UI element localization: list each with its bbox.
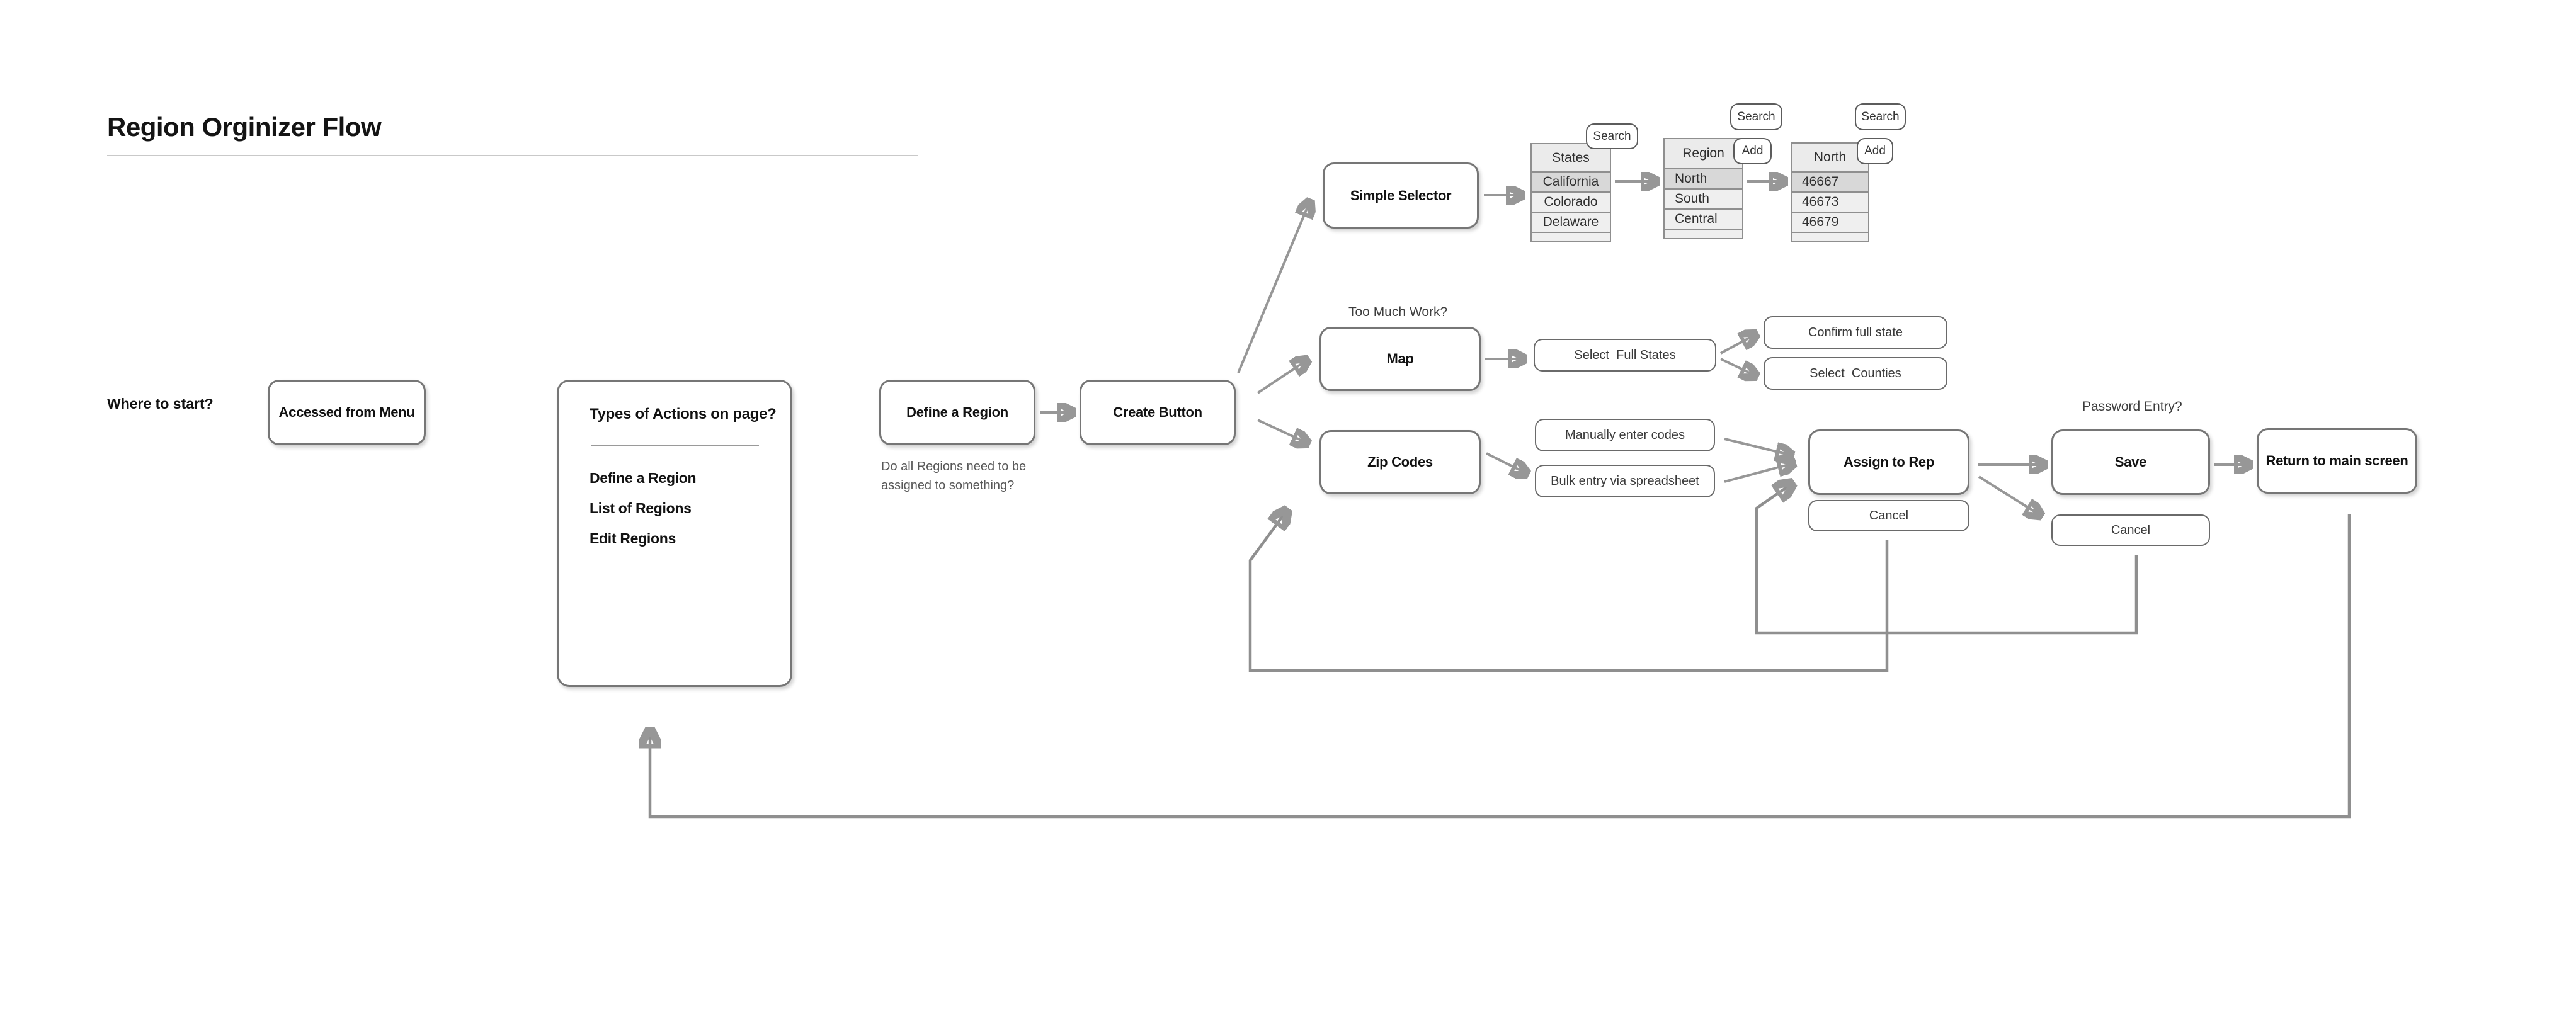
connector-select-full-states-to-counties: [1720, 358, 1753, 375]
search-button-label: Search: [1861, 110, 1900, 123]
connector-assign-to-cancel-save: [1978, 475, 2038, 514]
connector-bulk-to-assign: [1724, 464, 1791, 483]
title-divider: [107, 155, 918, 156]
page-title: Region Orginizer Flow: [107, 112, 382, 142]
table-header-states: States: [1532, 144, 1610, 171]
pill-label: Bulk entry via spreadsheet: [1551, 474, 1699, 488]
connector-create-to-map: [1257, 361, 1305, 394]
node-define-a-region[interactable]: Define a Region: [879, 380, 1035, 445]
table-row-north[interactable]: North: [1665, 168, 1742, 188]
node-zip-codes[interactable]: Zip Codes: [1319, 430, 1481, 494]
table-row-central[interactable]: Central: [1665, 208, 1742, 229]
add-button-region[interactable]: Add: [1733, 138, 1772, 164]
node-label: Create Button: [1113, 404, 1202, 420]
pill-cancel-save[interactable]: Cancel: [2051, 514, 2210, 546]
node-label: Define a Region: [906, 404, 1008, 420]
table-row-california[interactable]: California: [1532, 171, 1610, 191]
pill-label: Cancel: [1869, 508, 1909, 523]
pill-cancel-assign[interactable]: Cancel: [1808, 500, 1969, 531]
connector-select-full-states-to-confirm: [1720, 336, 1753, 355]
pill-select-counties[interactable]: Select Counties: [1764, 357, 1947, 390]
table-north-zips: North 46667 46673 46679: [1791, 142, 1869, 242]
connector-zip-codes-to-bulk-entry: [1486, 452, 1524, 472]
node-label: Zip Codes: [1367, 454, 1433, 470]
pill-label: Select Counties: [1809, 366, 1901, 380]
panel-item-list-of-regions[interactable]: List of Regions: [590, 500, 692, 516]
add-button-label: Add: [1864, 144, 1886, 157]
table-row-46667[interactable]: 46667: [1792, 171, 1868, 191]
add-button-north[interactable]: Add: [1857, 138, 1893, 164]
node-label: Save: [2114, 454, 2147, 470]
table-states: States California Colorado Delaware: [1530, 143, 1611, 242]
connector-manual-to-assign: [1724, 438, 1789, 455]
search-button-states[interactable]: Search: [1586, 123, 1638, 149]
node-map[interactable]: Map: [1319, 327, 1481, 391]
node-simple-selector[interactable]: Simple Selector: [1323, 162, 1479, 229]
node-save[interactable]: Save: [2051, 429, 2210, 495]
table-row-46679[interactable]: 46679: [1792, 212, 1868, 232]
panel-item-define-a-region[interactable]: Define a Region: [590, 470, 697, 486]
pill-manually-enter-codes[interactable]: Manually enter codes: [1535, 419, 1715, 451]
search-button-label: Search: [1593, 129, 1631, 143]
assign-note: Do all Regions need to be assigned to so…: [881, 460, 1027, 492]
table-region: Region North South Central: [1663, 138, 1743, 239]
search-button-north[interactable]: Search: [1855, 103, 1906, 130]
node-label: Return to main screen: [2265, 453, 2408, 468]
where-to-start-label: Where to start?: [107, 395, 214, 412]
pill-select-full-states[interactable]: Select Full States: [1534, 339, 1716, 372]
pill-label: Cancel: [2111, 523, 2151, 537]
pill-label: Select Full States: [1574, 348, 1676, 362]
panel-types-of-actions[interactable]: Types of Actions on page? Define a Regio…: [557, 380, 792, 687]
node-create-button[interactable]: Create Button: [1080, 380, 1236, 445]
connector-return-loop-to-types-panel: [650, 514, 2351, 819]
table-footer: [1532, 232, 1610, 241]
table-footer: [1665, 229, 1742, 238]
node-label: Map: [1386, 351, 1414, 366]
connector-cancel-save-loop-to-assign: [1755, 485, 2138, 635]
panel-item-edit-regions[interactable]: Edit Regions: [590, 530, 676, 547]
node-label: Accessed from Menu: [278, 404, 415, 420]
table-header-region: Region: [1665, 139, 1742, 168]
panel-divider: [591, 445, 759, 446]
add-button-label: Add: [1741, 144, 1764, 157]
connector-create-to-simple-selector: [1237, 204, 1309, 373]
node-assign-to-rep[interactable]: Assign to Rep: [1808, 429, 1969, 495]
pill-bulk-entry-spreadsheet[interactable]: Bulk entry via spreadsheet: [1535, 465, 1715, 497]
pill-confirm-full-state[interactable]: Confirm full state: [1764, 316, 1947, 349]
pill-label: Manually enter codes: [1564, 428, 1685, 442]
panel-heading: Types of Actions on page?: [590, 406, 777, 423]
node-label: Simple Selector: [1350, 187, 1452, 203]
password-entry-label: Password Entry?: [2082, 399, 2182, 414]
node-label: Assign to Rep: [1844, 454, 1934, 470]
too-much-work-label: Too Much Work?: [1348, 305, 1448, 319]
search-button-label: Search: [1737, 110, 1775, 123]
table-header-north: North: [1792, 144, 1868, 171]
connector-create-to-zip-codes: [1257, 419, 1305, 442]
table-row-colorado[interactable]: Colorado: [1532, 191, 1610, 212]
node-accessed-from-menu[interactable]: Accessed from Menu: [268, 380, 426, 445]
table-row-delaware[interactable]: Delaware: [1532, 212, 1610, 232]
node-return-to-main-screen[interactable]: Return to main screen: [2257, 428, 2417, 494]
connector-cancel-assign-loop-to-zip-codes: [1248, 513, 1889, 672]
table-footer: [1792, 232, 1868, 241]
table-row-south[interactable]: South: [1665, 188, 1742, 208]
table-row-46673[interactable]: 46673: [1792, 191, 1868, 212]
search-button-region[interactable]: Search: [1730, 103, 1782, 130]
pill-label: Confirm full state: [1808, 325, 1903, 339]
